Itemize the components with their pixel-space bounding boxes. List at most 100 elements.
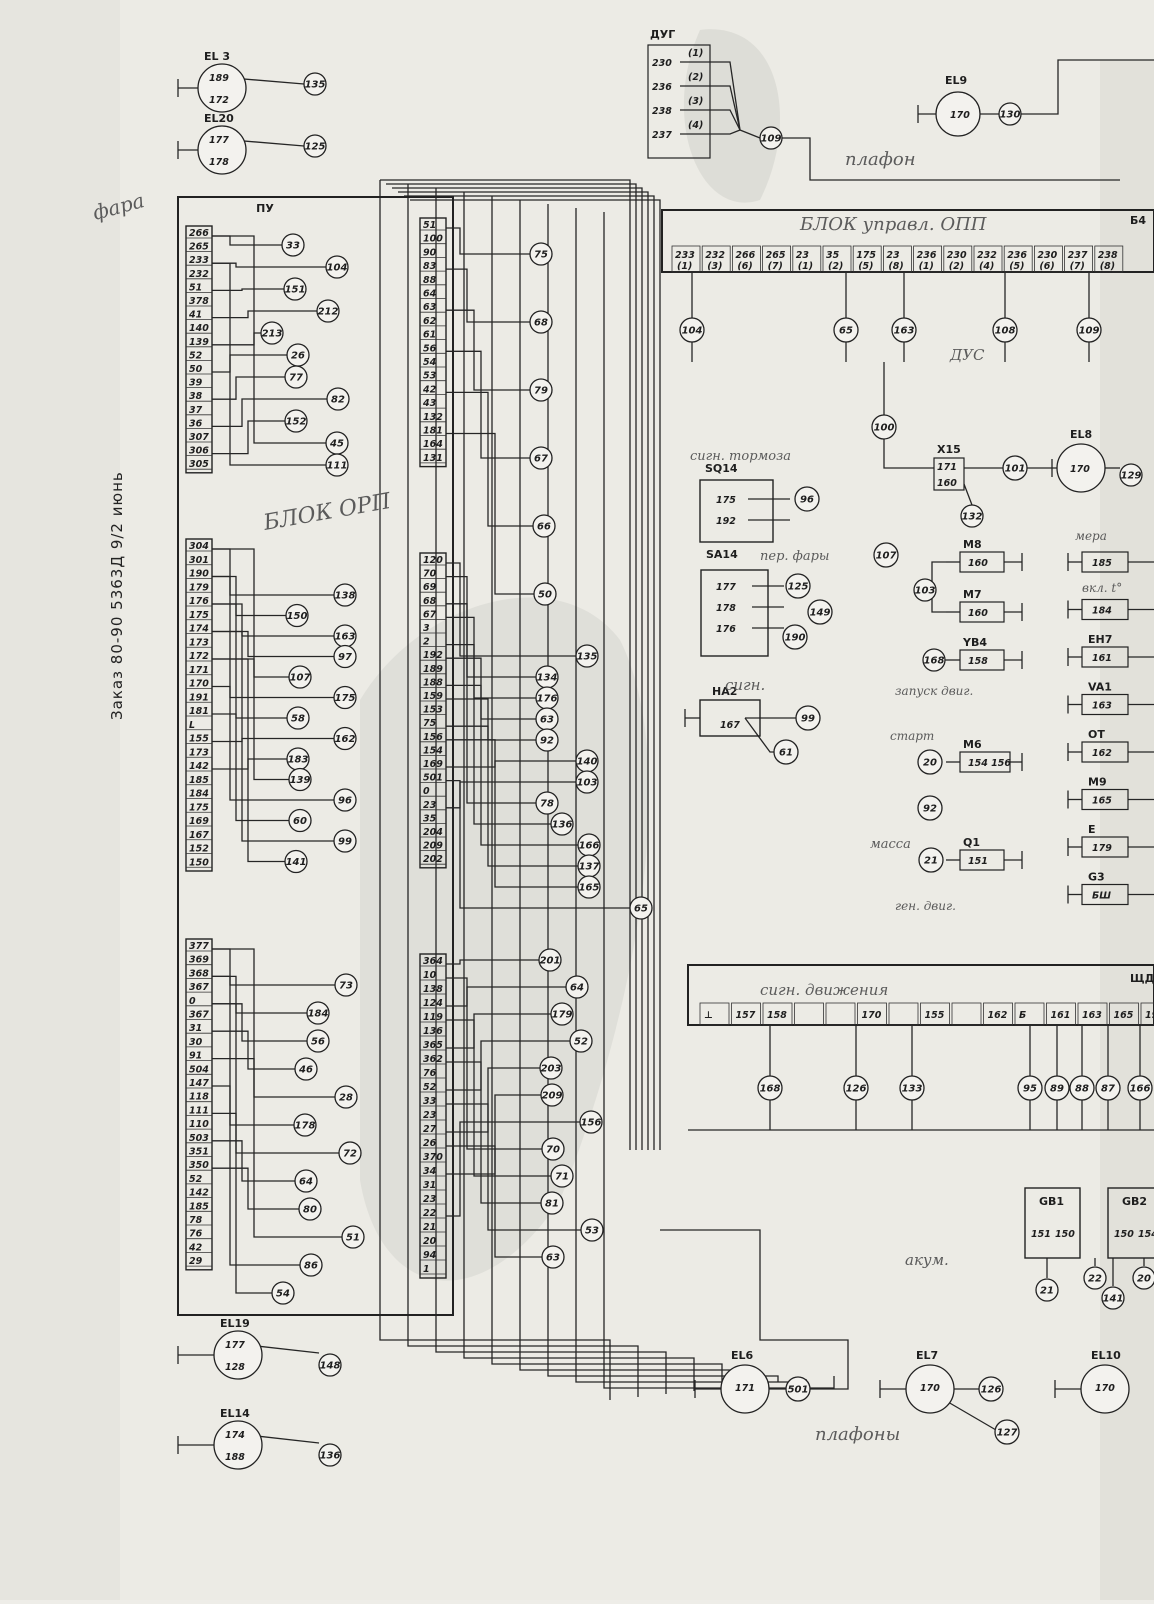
lamp-3 [213,1420,263,1470]
bus-wire-number [843,1075,869,1101]
right-component-frame [1081,788,1129,811]
battery-wire-number [1132,1266,1154,1290]
terminal-cell [943,245,973,273]
pin-label: 52 [423,1082,437,1093]
wire-number: 53 [585,1226,599,1237]
trunk-wire [407,184,639,1397]
lamp-name: EL6 [731,1349,754,1362]
wire-number: 56 [311,1037,325,1048]
bus-terminal: 162 [988,1010,1008,1021]
pin-label: 118 [189,1092,209,1103]
wire-number: 104 [327,263,348,274]
pin-label: 37 [189,405,203,416]
handwritten-note: вкл. t° [1082,581,1122,595]
dug-wire [680,61,741,131]
terminal-cell [973,245,1003,273]
lamp-el9 [935,91,981,137]
sq14-wire-number [794,486,820,512]
handwritten-note: ген. двиг. [895,899,956,913]
lamp-1 [197,125,247,175]
trunk-wire [547,204,779,1382]
pin-label: 152 [189,844,209,855]
wire-number: 67 [534,454,548,465]
battery-wire-number [1083,1266,1107,1290]
wire-layer [177,59,1154,1454]
pin-label: 191 [189,692,209,703]
pin-label: 209 [423,841,443,852]
terminal-number: 232 [977,250,997,261]
wire-b-58 [286,706,310,730]
sa14-frame [700,569,769,657]
wire-number: 28 [339,1093,353,1104]
pin-label: 36 [189,418,203,429]
bottom-lamp-1 [905,1364,955,1414]
terminal-sub: (4) [979,261,994,272]
wire-number: 60 [293,816,307,827]
battery-pin: 150 [1055,1229,1075,1240]
wire-number: 92 [540,736,554,747]
relay-wire-number [922,648,946,672]
dug-title: ДУГ [650,28,675,41]
x15-wire-number [871,414,897,440]
terminal-cell [701,245,731,273]
pin-label: 63 [423,302,437,313]
terminal-sub: (3) [707,261,722,272]
sa14-name: SA14 [706,548,738,561]
relay-pin: 151 [968,856,988,867]
wire-c-64 [294,1169,318,1193]
wire-number: 125 [788,582,809,593]
pin-label: 365 [423,1040,443,1051]
pin-label: 307 [189,432,209,443]
wire-e-52 [569,1029,593,1053]
wire-number: 64 [570,983,584,994]
relay-frame [959,649,1005,671]
handwritten-note: сигн. движения [760,981,888,999]
right-component-name: E [1088,823,1096,836]
wire-number: 163 [894,326,915,337]
bottom-lamp-2 [1080,1364,1130,1414]
wire-number: 213 [262,329,283,340]
right-component-pin: 179 [1092,843,1112,854]
pin-label: 369 [189,955,209,966]
terminal-sub: (6) [1039,261,1054,272]
relay-name: Q1 [963,836,980,849]
wire-number: 190 [785,633,806,644]
wire-number: 201 [540,956,561,967]
wire-number: 21 [1040,1286,1054,1297]
pin-label: 140 [189,323,209,334]
terminal-number: 236 [917,250,937,261]
wire-number: 79 [534,386,548,397]
relay-pin: 154 156 [968,758,1011,769]
wire-number: 138 [335,591,356,602]
wire-number: 135 [577,652,598,663]
bus-wire-number [1127,1075,1153,1101]
terminal-sub: (5) [858,261,873,272]
wire-number: 126 [846,1084,867,1095]
pin-label: 51 [189,282,202,293]
lamp-0 [197,63,247,113]
lamp-wire-number [318,1353,342,1377]
wire-c-54 [271,1281,295,1305]
pin-label: 26 [423,1138,437,1149]
pin-label: 164 [423,439,443,450]
trunk-wire [603,212,835,1389]
pin-label: 22 [423,1208,437,1219]
lamp-wire-number [978,1376,1004,1402]
pin-label: 120 [423,555,443,566]
pin-label: 111 [189,1105,209,1116]
sa14-pin: 178 [716,603,736,614]
pin-label: 136 [423,1026,443,1037]
pin-label: 31 [189,1023,202,1034]
pin-label: 90 [423,247,437,258]
bus-cell [951,1002,982,1026]
wire-number: 96 [338,796,352,807]
pin-label: 167 [189,830,209,841]
pin-label: 184 [189,789,209,800]
wire-number: 20 [1137,1274,1151,1285]
pin-label: 119 [423,1012,443,1023]
wire-number: 501 [788,1385,809,1396]
pin-label: 56 [423,343,437,354]
pin-label: 190 [189,569,209,580]
sa14-pin: 177 [716,582,736,593]
